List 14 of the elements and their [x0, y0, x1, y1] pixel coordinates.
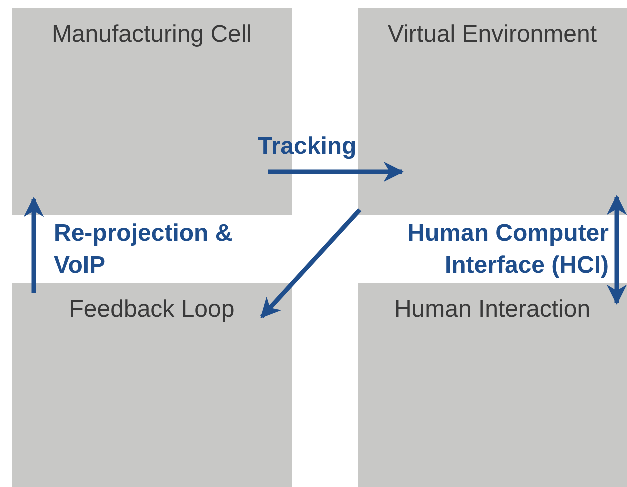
arrow	[268, 162, 404, 182]
region-box	[358, 8, 627, 215]
region-title: Manufacturing Cell	[50, 20, 254, 50]
region-title: Feedback Loop	[68, 295, 236, 325]
region-title: Human Interaction	[393, 295, 592, 325]
region-title: Virtual Environment	[387, 20, 598, 50]
edge-label: Human Computer Interface (HCI)	[406, 219, 609, 281]
arrow	[260, 208, 362, 319]
region-box	[12, 283, 292, 487]
arrow	[606, 194, 627, 306]
arrow	[24, 196, 44, 293]
edge-label: Re-projection & VoIP	[54, 219, 234, 281]
region-box	[358, 283, 627, 487]
edge-label: Tracking	[258, 132, 358, 162]
